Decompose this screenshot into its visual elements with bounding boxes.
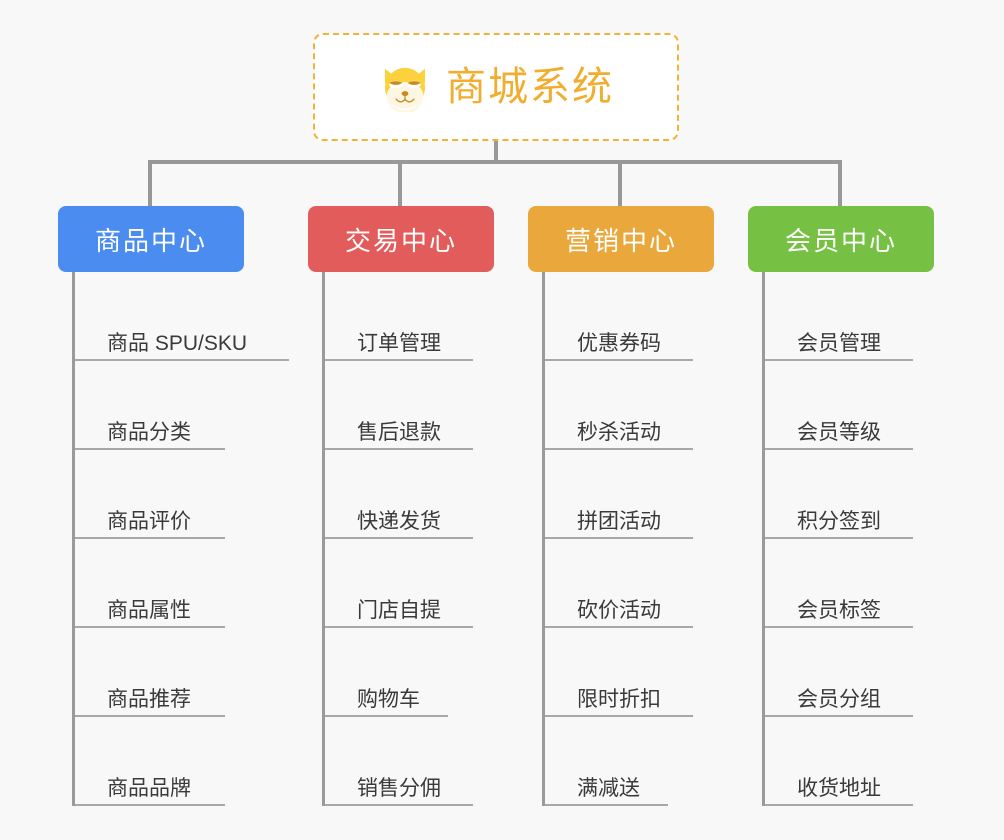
- leaf-label: 积分签到: [797, 509, 881, 533]
- leaf-label: 拼团活动: [577, 509, 661, 533]
- leaf-underline: [75, 359, 289, 361]
- branch-column-4: 会员中心 会员管理 会员等级 积分签到 会员标签 会员分组: [748, 206, 934, 806]
- connector-root-stem: [494, 141, 498, 163]
- branch-body-3: 优惠券码 秒杀活动 拼团活动 砍价活动 限时折扣 满减送: [542, 272, 714, 806]
- leaf-underline: [765, 537, 913, 539]
- leaf-label: 秒杀活动: [577, 420, 661, 444]
- leaf-underline: [325, 715, 448, 717]
- branch-header-4[interactable]: 会员中心: [748, 206, 934, 272]
- leaf-underline: [75, 715, 225, 717]
- list-item[interactable]: 秒杀活动: [545, 361, 714, 450]
- leaf-underline: [75, 537, 225, 539]
- leaf-underline: [75, 448, 225, 450]
- leaf-underline: [325, 359, 473, 361]
- list-item[interactable]: 销售分佣: [325, 717, 494, 806]
- leaf-label: 商品属性: [107, 598, 191, 622]
- leaf-underline: [545, 537, 693, 539]
- branch-header-2[interactable]: 交易中心: [308, 206, 494, 272]
- list-item[interactable]: 订单管理: [325, 272, 494, 361]
- list-item[interactable]: 商品品牌: [75, 717, 244, 806]
- leaf-label: 会员管理: [797, 331, 881, 355]
- connector-drop-2: [398, 160, 402, 208]
- leaf-underline: [765, 804, 913, 806]
- branch-header-label-1: 商品中心: [94, 225, 207, 256]
- branch-header-label-4: 会员中心: [784, 225, 897, 256]
- list-item[interactable]: 限时折扣: [545, 628, 714, 717]
- leaf-underline: [765, 359, 913, 361]
- leaf-underline: [545, 804, 668, 806]
- branch-header-label-2: 交易中心: [344, 225, 457, 256]
- leaf-label: 会员标签: [797, 598, 881, 622]
- leaf-label: 门店自提: [357, 598, 441, 622]
- leaf-label: 销售分佣: [357, 776, 441, 800]
- list-item[interactable]: 积分签到: [765, 450, 934, 539]
- list-item[interactable]: 商品评价: [75, 450, 244, 539]
- leaf-underline: [545, 715, 693, 717]
- list-item[interactable]: 售后退款: [325, 361, 494, 450]
- leaf-underline: [325, 626, 473, 628]
- leaf-label: 优惠券码: [577, 331, 661, 355]
- shiba-dog-face-icon: [385, 67, 425, 112]
- list-item[interactable]: 购物车: [325, 628, 494, 717]
- leaf-label: 限时折扣: [577, 687, 661, 711]
- list-item[interactable]: 商品分类: [75, 361, 244, 450]
- list-item[interactable]: 优惠券码: [545, 272, 714, 361]
- leaf-underline: [75, 804, 225, 806]
- list-item[interactable]: 满减送: [545, 717, 714, 806]
- leaf-label: 收货地址: [797, 776, 881, 800]
- leaf-label: 售后退款: [357, 420, 441, 444]
- leaf-underline: [325, 537, 473, 539]
- leaf-underline: [765, 626, 913, 628]
- connector-drop-1: [148, 160, 152, 208]
- root-title: 商城系统: [446, 65, 614, 109]
- leaf-underline: [325, 448, 473, 450]
- branch-column-3: 营销中心 优惠券码 秒杀活动 拼团活动 砍价活动 限时折扣: [528, 206, 714, 806]
- branch-header-1[interactable]: 商品中心: [58, 206, 244, 272]
- list-item[interactable]: 门店自提: [325, 539, 494, 628]
- leaf-label: 会员等级: [797, 420, 881, 444]
- branch-body-4: 会员管理 会员等级 积分签到 会员标签 会员分组 收货地址: [762, 272, 934, 806]
- leaf-label: 商品品牌: [107, 776, 191, 800]
- list-item[interactable]: 商品推荐: [75, 628, 244, 717]
- leaf-underline: [545, 448, 693, 450]
- leaf-underline: [545, 359, 693, 361]
- connector-horizontal-bar: [148, 160, 842, 164]
- leaf-underline: [325, 804, 473, 806]
- branch-column-2: 交易中心 订单管理 售后退款 快递发货 门店自提 购物车: [308, 206, 494, 806]
- leaf-label: 商品评价: [107, 509, 191, 533]
- list-item[interactable]: 会员标签: [765, 539, 934, 628]
- leaf-label: 会员分组: [797, 687, 881, 711]
- root-node[interactable]: 商城系统: [313, 33, 679, 141]
- list-item[interactable]: 会员分组: [765, 628, 934, 717]
- branch-column-1: 商品中心 商品 SPU/SKU 商品分类 商品评价 商品属性 商品推荐: [58, 206, 289, 806]
- branch-header-label-3: 营销中心: [564, 225, 677, 256]
- leaf-underline: [75, 626, 225, 628]
- list-item[interactable]: 收货地址: [765, 717, 934, 806]
- list-item[interactable]: 会员管理: [765, 272, 934, 361]
- branch-header-3[interactable]: 营销中心: [528, 206, 714, 272]
- connector-drop-4: [838, 160, 842, 208]
- list-item[interactable]: 商品属性: [75, 539, 244, 628]
- list-item[interactable]: 拼团活动: [545, 450, 714, 539]
- list-item[interactable]: 快递发货: [325, 450, 494, 539]
- leaf-label: 满减送: [577, 776, 640, 800]
- leaf-underline: [765, 448, 913, 450]
- list-item[interactable]: 会员等级: [765, 361, 934, 450]
- leaf-label: 订单管理: [357, 331, 441, 355]
- branch-body-1: 商品 SPU/SKU 商品分类 商品评价 商品属性 商品推荐 商品品牌: [72, 272, 289, 806]
- leaf-label: 商品分类: [107, 420, 191, 444]
- leaf-label: 快递发货: [357, 509, 441, 533]
- leaf-label: 砍价活动: [577, 598, 661, 622]
- connector-drop-3: [618, 160, 622, 208]
- leaf-underline: [765, 715, 913, 717]
- list-item[interactable]: 商品 SPU/SKU: [75, 272, 289, 361]
- leaf-label: 购物车: [357, 687, 420, 711]
- leaf-label: 商品 SPU/SKU: [107, 331, 248, 355]
- leaf-underline: [545, 626, 693, 628]
- leaf-label: 商品推荐: [107, 687, 191, 711]
- branch-body-2: 订单管理 售后退款 快递发货 门店自提 购物车 销售分佣: [322, 272, 494, 806]
- list-item[interactable]: 砍价活动: [545, 539, 714, 628]
